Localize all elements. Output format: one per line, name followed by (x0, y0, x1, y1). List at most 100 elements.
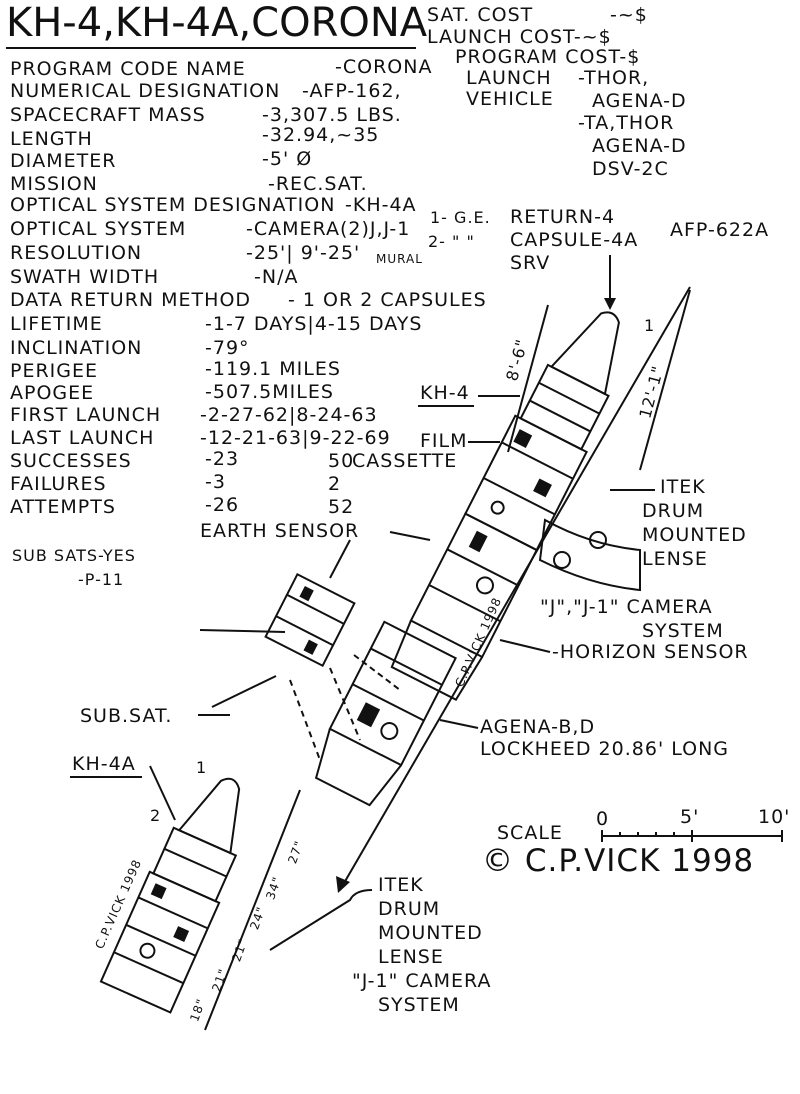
long-arrow-head (336, 876, 350, 893)
dim-line-121 (639, 289, 691, 471)
spec-label-optical-designation: OPTICAL SYSTEM DESIGNATION (10, 194, 336, 216)
note-mural: MURAL (376, 252, 423, 266)
spec-value-data-return: - 1 OR 2 CAPSULES (288, 289, 487, 311)
leader-itek-bottom (269, 889, 373, 951)
note-film: FILM (420, 430, 468, 452)
spec-label-program-code-name: PROGRAM CODE NAME (10, 58, 246, 80)
note-lockheed: LOCKHEED 20.86' LONG (480, 738, 730, 760)
spec-label-spacecraft-mass: SPACECRAFT MASS (10, 104, 206, 126)
note-itek-bottom-3: MOUNTED (378, 922, 483, 944)
spec-label-diameter: DIAMETER (10, 150, 117, 172)
spec-value-length: -32.94,~35 (262, 124, 380, 146)
note-horizon-sensor: -HORIZON SENSOR (552, 641, 749, 663)
spec-value-inclination: -79° (205, 337, 250, 359)
spec-value-last-launch: -12-21-63|9-22-69 (200, 427, 391, 449)
sub-sat-antenna-3 (329, 539, 351, 579)
agena-stage (314, 620, 457, 807)
note-kh4a-underline (70, 776, 142, 778)
sub-satellite (264, 572, 356, 668)
spec-label-perigee: PERIGEE (10, 360, 99, 382)
spec-value-first-launch: -2-27-62|8-24-63 (200, 404, 378, 426)
spec-label-failures: FAILURES (10, 473, 107, 495)
kh4a-vehicle (99, 777, 241, 1014)
spec-label-length: LENGTH (10, 128, 93, 150)
spec-label-optical-system: OPTICAL SYSTEM (10, 218, 187, 240)
scale-tick-0: 0 (596, 808, 610, 830)
drum-camera-arc (538, 518, 641, 592)
sub-sat-antenna-2 (211, 675, 277, 708)
launch-vehicle-label-2: VEHICLE (466, 88, 554, 110)
leader-horizon (499, 639, 551, 653)
note-itek-bottom-2: DRUM (378, 898, 441, 920)
spec-label-inclination: INCLINATION (10, 337, 143, 359)
spec-value-swath-width: -N/A (254, 266, 299, 288)
note-return: RETURN-4 (510, 206, 616, 228)
note-kh4-underline (418, 405, 474, 407)
leader-agena (439, 719, 479, 729)
spec-value-resolution: -25'| 9'-25' (246, 242, 361, 264)
lv-line-2: AGENA-D (592, 90, 687, 112)
spec-value-lifetime: -1-7 DAYS|4-15 DAYS (205, 313, 423, 335)
scale-label: SCALE (497, 822, 563, 844)
note-sub-sat: SUB.SAT. (80, 705, 173, 727)
spec-label-swath-width: SWATH WIDTH (10, 266, 160, 288)
note-srv: SRV (510, 252, 551, 274)
note-kh4a: KH-4A (72, 753, 136, 775)
spec-value-apogee: -507.5MILES (205, 381, 334, 403)
drum-lens-2 (589, 531, 607, 549)
note-itek-top-3: MOUNTED (642, 524, 747, 546)
spec-value-failures: -3 (205, 471, 226, 493)
spec-value-successes-kh4a: 50 (328, 450, 355, 472)
note-itek-bottom-5: "J-1" CAMERA (352, 970, 492, 992)
spec-value-program-code-name: -CORONA (335, 56, 433, 78)
scale-tick-10: 10' (758, 806, 791, 828)
kh4-vehicle (390, 311, 620, 701)
spec-value-successes: -23 (205, 448, 240, 470)
note-capsule: CAPSULE-4A (510, 229, 639, 251)
spec-value-optical-designation: -KH-4A (345, 194, 417, 216)
part-number-1-bottom: 1 (196, 758, 208, 777)
spec-value-attempts: -26 (205, 494, 240, 516)
lv-line-5: DSV-2C (592, 158, 669, 180)
program-cost-label: PROGRAM COST-$ (455, 46, 641, 68)
spec-label-successes: SUCCESSES (10, 450, 132, 472)
spec-value-perigee: -119.1 MILES (205, 358, 341, 380)
note-sub-sats: SUB SATS-YES (12, 546, 136, 565)
spec-value-failures-kh4a: 2 (328, 473, 342, 495)
note-cassette: CASSETTE (352, 450, 458, 472)
lv-line-4: AGENA-D (592, 135, 687, 157)
note-itek-bottom-4: LENSE (378, 946, 444, 968)
capsule-pointer-head (604, 298, 616, 310)
spec-label-data-return: DATA RETURN METHOD (10, 289, 252, 311)
spec-label-apogee: APOGEE (10, 382, 95, 404)
leader-kh4a (149, 765, 176, 821)
dim-line-bottom (204, 789, 301, 1031)
dim-line-86 (507, 304, 549, 453)
spec-label-mission: MISSION (10, 173, 98, 195)
sub-sat-dash-1 (289, 679, 321, 761)
note-itek-top-2: DRUM (642, 500, 705, 522)
leader-earth-sensor (389, 531, 431, 541)
sub-sat-antenna-1 (199, 629, 286, 633)
launch-cost-label: LAUNCH COST-~$ (427, 26, 612, 48)
note-itek-top-1: ITEK (660, 476, 706, 498)
note-itek-top-4: LENSE (642, 548, 708, 570)
lv-line-3: -TA,THOR (578, 112, 675, 134)
spec-value-attempts-kh4a: 52 (328, 496, 355, 518)
dim-line-long (339, 286, 691, 891)
note-ge-2: 2- " " (428, 232, 475, 251)
sub-sat-dash-2 (329, 667, 361, 741)
spec-value-mission: -REC.SAT. (268, 173, 368, 195)
note-itek-bottom-6: SYSTEM (378, 994, 460, 1016)
lv-line-1: -THOR, (578, 67, 650, 89)
note-p11: -P-11 (78, 570, 125, 589)
note-afp: AFP-622A (670, 219, 770, 241)
sat-cost-value: -~$ (610, 4, 648, 26)
spec-label-last-launch: LAST LAUNCH (10, 427, 155, 449)
signature: © C.P.VICK 1998 (482, 843, 755, 879)
drum-lens-1 (553, 551, 571, 569)
spec-value-spacecraft-mass: -3,307.5 LBS. (262, 104, 402, 126)
title-underline (6, 47, 416, 49)
launch-vehicle-label: LAUNCH (466, 67, 552, 89)
